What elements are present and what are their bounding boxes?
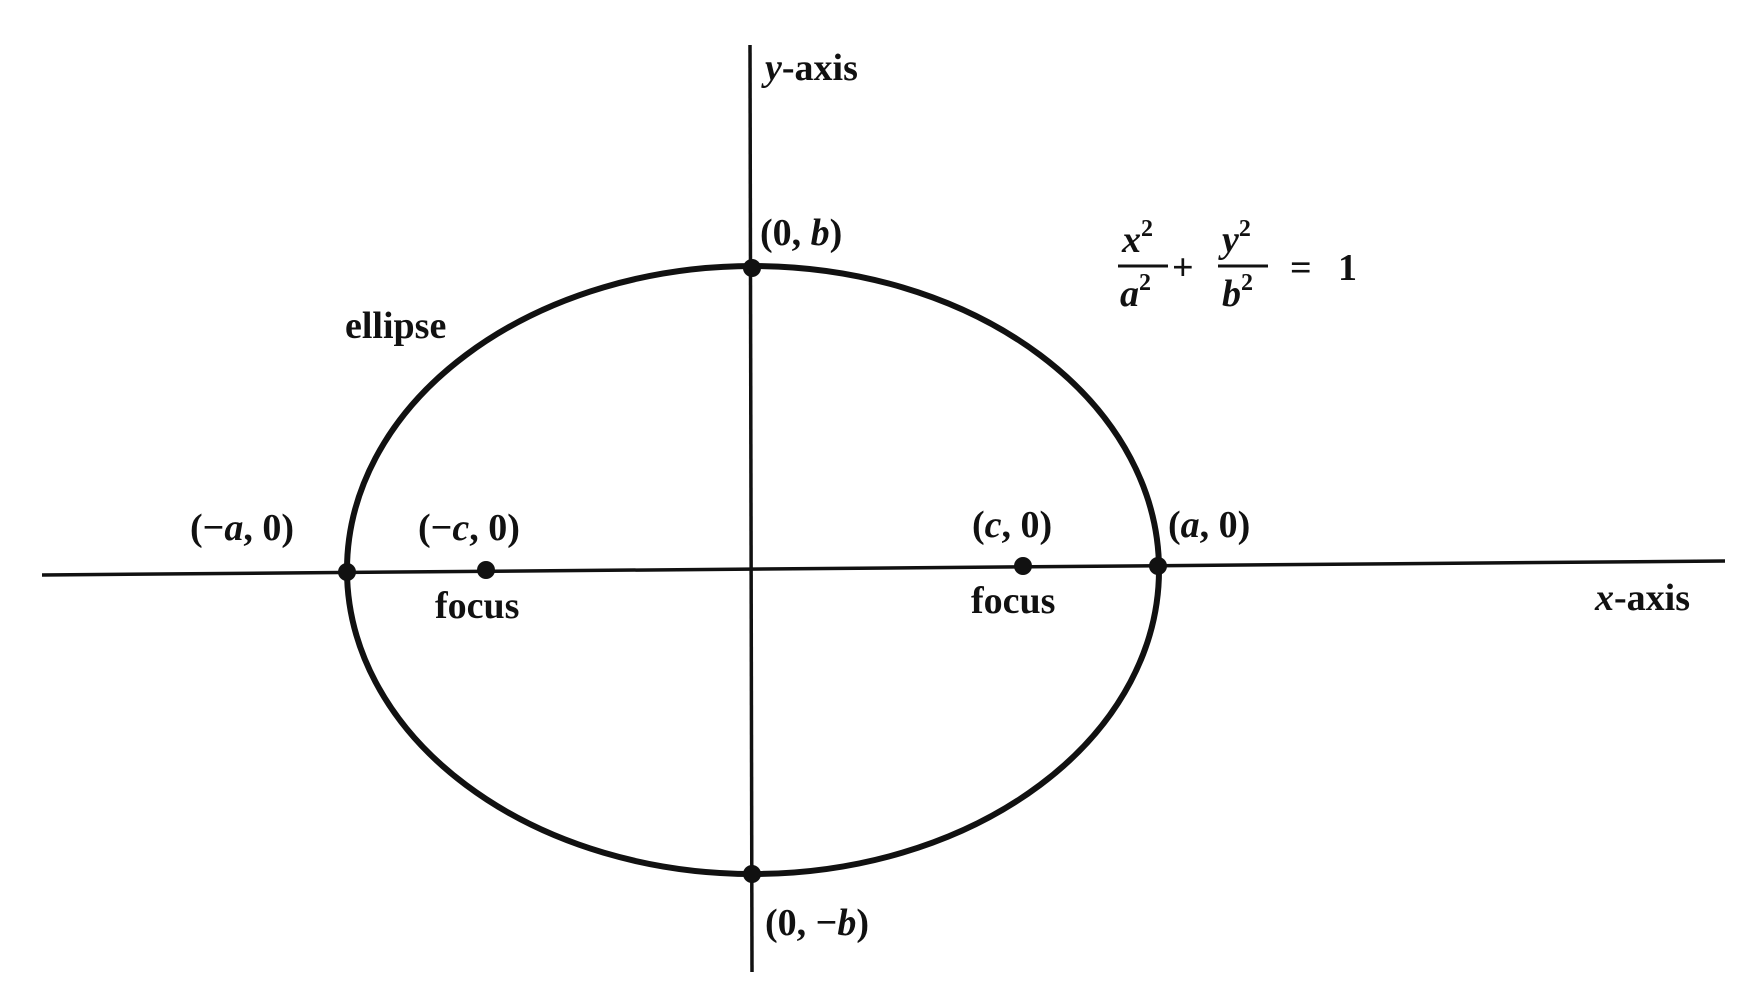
point-right-vertex (1149, 557, 1167, 575)
x-axis-line (41, 559, 1726, 577)
label-bottom-point: (0, −b) (765, 902, 869, 944)
y-axis-label: y-axis (761, 47, 858, 89)
point-top (743, 259, 761, 277)
point-left-focus (477, 561, 495, 579)
point-left-vertex (338, 563, 356, 581)
equation-den-2: b2 (1222, 270, 1253, 315)
ellipse-label: ellipse (345, 305, 446, 347)
equation-equals: = (1290, 247, 1312, 289)
label-right-vertex: (a, 0) (1168, 504, 1250, 546)
right-focus-caption: focus (971, 580, 1055, 622)
equation-num-1: x2 (1121, 216, 1153, 261)
left-focus-caption: focus (435, 585, 519, 627)
equation-rhs: 1 (1338, 247, 1357, 289)
x-axis-label: x-axis (1594, 577, 1690, 619)
label-top-point: (0, b) (760, 212, 842, 254)
y-axis-line (748, 44, 754, 973)
label-left-focus: (−c, 0) (418, 507, 520, 549)
equation-num-2: y2 (1218, 216, 1251, 261)
equation-plus: + (1172, 247, 1194, 289)
label-left-vertex: (−a, 0) (190, 507, 294, 549)
point-bottom (743, 865, 761, 883)
point-right-focus (1014, 557, 1032, 575)
ellipse-equation: x2 a2 + y2 b2 = 1 (1118, 216, 1357, 315)
label-right-focus: (c, 0) (972, 504, 1052, 546)
equation-den-1: a2 (1120, 270, 1151, 315)
